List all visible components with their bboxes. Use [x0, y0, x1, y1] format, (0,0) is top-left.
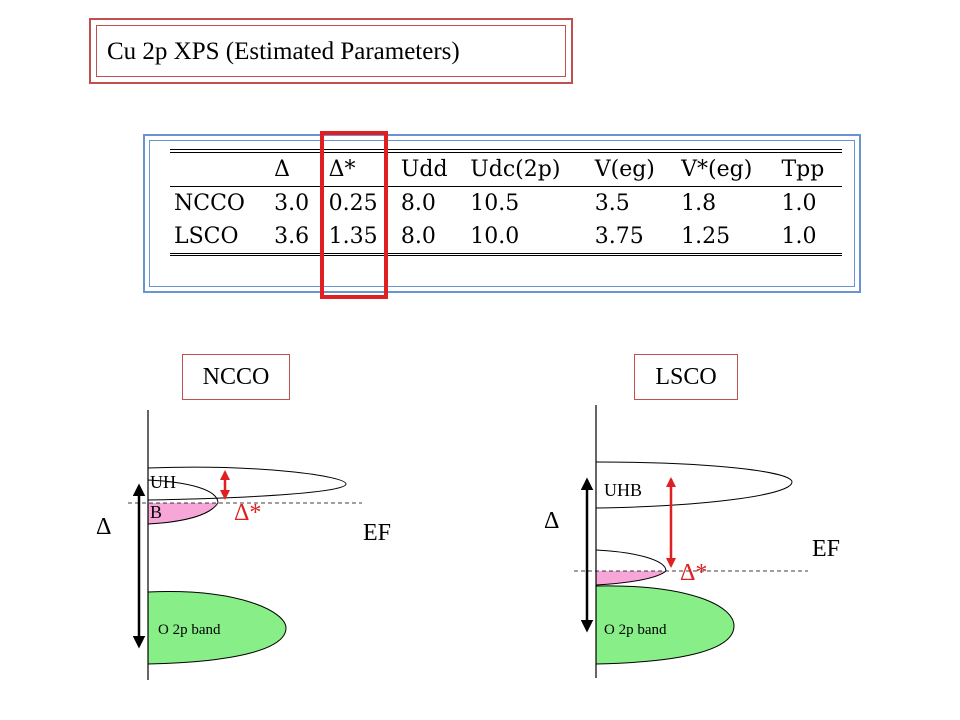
lsco-delta-label: Δ [544, 508, 559, 534]
parameter-table: Δ Δ* Udd Udc(2p) V(eg) V*(eg) Tpp NCCO 3… [170, 149, 842, 256]
ncco-lower-lobe-outline [147, 479, 219, 525]
header-udd: Udd [400, 157, 448, 182]
row-lsco-tpp: 1.0 [781, 224, 817, 249]
slide-title: Cu 2p XPS (Estimated Parameters) [107, 38, 460, 65]
lsco-uhb-ellipse [595, 461, 793, 509]
row-ncco-tpp: 1.0 [781, 191, 817, 216]
row-ncco-vstar-eg: 1.8 [681, 191, 717, 216]
table-row: NCCO 3.0 0.25 8.0 10.5 3.5 1.8 1.0 [170, 187, 842, 221]
ncco-delta-label: Δ [96, 514, 111, 540]
table-row: LSCO 3.6 1.35 8.0 10.0 3.75 1.25 1.0 [170, 220, 842, 255]
parameter-table-box-inner: Δ Δ* Udd Udc(2p) V(eg) V*(eg) Tpp NCCO 3… [149, 140, 855, 287]
ncco-uhb-label-2: B [150, 502, 162, 522]
header-vstar-eg: V*(eg) [681, 157, 753, 182]
lsco-occupied-state [596, 571, 666, 585]
row-lsco-vstar-eg: 1.25 [681, 224, 731, 249]
ncco-diagram: UH B Δ Δ* EF O 2p band [96, 410, 391, 680]
header-delta-star: Δ* [328, 157, 356, 182]
lsco-uhb-label: UHB [604, 480, 642, 500]
header-delta: Δ [274, 157, 290, 182]
row-lsco-udd: 8.0 [400, 224, 436, 249]
table-header-row: Δ Δ* Udd Udc(2p) V(eg) V*(eg) Tpp [170, 151, 842, 187]
lsco-diagram: UHB Δ Δ* EF O 2p band [544, 405, 840, 678]
row-lsco-name: LSCO [174, 224, 239, 249]
row-lsco-delta-star: 1.35 [328, 224, 378, 249]
parameter-table-box: Δ Δ* Udd Udc(2p) V(eg) V*(eg) Tpp NCCO 3… [143, 134, 861, 293]
row-ncco-udc: 10.5 [470, 191, 520, 216]
row-lsco-udc: 10.0 [470, 224, 520, 249]
row-ncco-delta: 3.0 [274, 191, 310, 216]
row-ncco-delta-star: 0.25 [328, 191, 378, 216]
row-lsco-veg: 3.75 [594, 224, 644, 249]
delta-star-highlight-box [320, 131, 388, 299]
row-lsco-delta: 3.6 [274, 224, 310, 249]
header-tpp: Tpp [781, 157, 825, 182]
ncco-ef-label: EF [363, 520, 391, 546]
row-ncco-udd: 8.0 [400, 191, 436, 216]
row-ncco-name: NCCO [174, 191, 245, 216]
ncco-label: NCCO [182, 354, 290, 400]
title-box-inner: Cu 2p XPS (Estimated Parameters) [96, 25, 566, 77]
title-box: Cu 2p XPS (Estimated Parameters) [89, 18, 573, 84]
lsco-o2p-band [595, 585, 735, 665]
row-ncco-veg: 3.5 [594, 191, 630, 216]
ncco-uhb-ellipse [147, 466, 347, 501]
lsco-o2p-label: O 2p band [604, 622, 667, 638]
ncco-delta-star-label: Δ* [234, 500, 261, 526]
ncco-uhb-label-1: UH [150, 472, 176, 492]
ncco-o2p-band [147, 591, 287, 665]
header-veg: V(eg) [594, 157, 655, 182]
ncco-o2p-label: O 2p band [158, 622, 221, 638]
ncco-occupied-state [148, 503, 218, 524]
header-udc: Udc(2p) [470, 157, 561, 182]
lsco-ef-label: EF [812, 536, 840, 562]
lsco-delta-star-label: Δ* [680, 560, 707, 586]
lsco-label: LSCO [634, 354, 738, 400]
